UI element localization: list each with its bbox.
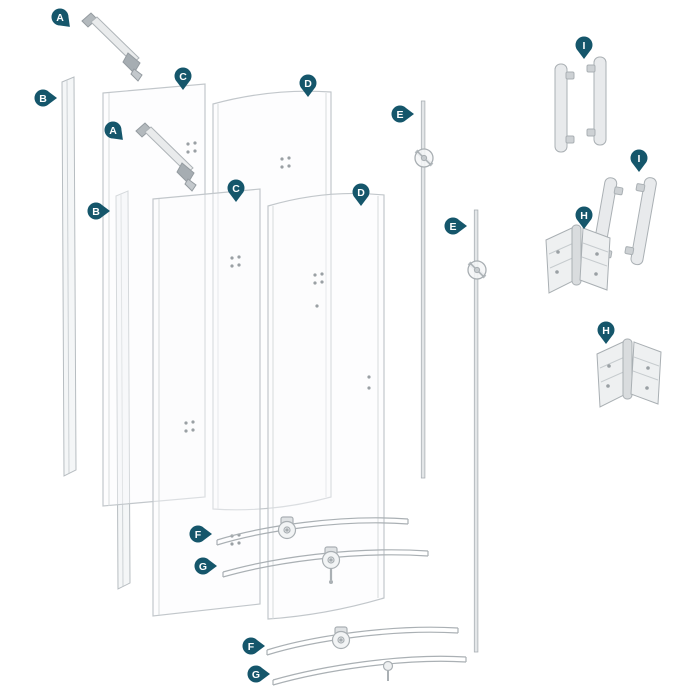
vertical-rail-e-1: [414, 100, 434, 479]
pull-handle-i-1: [554, 56, 607, 153]
part-label-i: I: [575, 36, 593, 59]
label-pin-shape: [391, 105, 414, 123]
curved-rail-g-2: [272, 655, 467, 686]
label-letter: E: [449, 221, 456, 233]
part-label-d: D: [299, 74, 317, 97]
part-label-g: G: [247, 665, 270, 683]
label-pin-shape: [247, 665, 270, 683]
part-label-g: G: [194, 557, 217, 575]
label-pin-shape: [34, 89, 57, 107]
part-label-a: A: [104, 121, 123, 140]
label-pin-shape: [597, 321, 615, 344]
curved-rail-f-2: [266, 626, 459, 656]
hinge-h-1: [545, 224, 611, 294]
vertical-rail-e-2: [467, 209, 487, 653]
label-pin-shape: [189, 525, 212, 543]
label-letter: F: [195, 529, 202, 541]
label-letter: B: [39, 93, 47, 105]
label-pin-shape: [575, 36, 593, 59]
label-letter: E: [396, 109, 403, 121]
label-pin-shape: [575, 206, 593, 229]
curved-rail-g-1: [222, 546, 429, 584]
label-pin-shape: [630, 149, 648, 172]
label-pin-shape: [87, 202, 110, 220]
label-pin-shape: [104, 121, 123, 140]
label-letter: G: [252, 669, 260, 681]
part-label-a: A: [51, 8, 70, 27]
label-letter: I: [583, 40, 586, 52]
handle-bracket-a-1: [81, 12, 143, 82]
label-pin-shape: [227, 179, 245, 202]
label-pin-shape: [242, 637, 265, 655]
curved-glass-door-d-2: [267, 192, 385, 620]
wall-profile-b-1: [61, 76, 77, 477]
part-label-b: B: [34, 89, 57, 107]
label-pin-shape: [444, 217, 467, 235]
part-label-d: D: [352, 183, 370, 206]
label-letter: B: [92, 206, 100, 218]
label-letter: A: [56, 12, 64, 24]
label-letter: D: [357, 187, 365, 199]
label-pin-shape: [194, 557, 217, 575]
label-letter: C: [232, 183, 240, 195]
label-pin-shape: [174, 67, 192, 90]
label-letter: D: [304, 78, 312, 90]
part-label-b: B: [87, 202, 110, 220]
part-labels-layer: A B C A D E B C D E F G F G I I H H: [34, 8, 648, 683]
label-letter: H: [580, 210, 588, 222]
glass-side-panel-c-2: [152, 188, 261, 617]
label-letter: I: [638, 153, 641, 165]
part-label-h: H: [575, 206, 593, 229]
label-pin-shape: [352, 183, 370, 206]
wall-profile-b-2: [115, 190, 131, 590]
part-label-c: C: [227, 179, 245, 202]
part-label-f: F: [242, 637, 265, 655]
glass-side-panel-c-1: [102, 83, 206, 507]
curved-rail-f-1: [216, 516, 409, 546]
part-label-f: F: [189, 525, 212, 543]
label-letter: H: [602, 325, 610, 337]
part-label-i: I: [630, 149, 648, 172]
part-label-c: C: [174, 67, 192, 90]
part-label-e: E: [391, 105, 414, 123]
label-letter: C: [179, 71, 187, 83]
curved-glass-door-d-1: [212, 90, 332, 511]
part-label-e: E: [444, 217, 467, 235]
label-pin-shape: [299, 74, 317, 97]
label-pin-shape: [51, 8, 70, 27]
label-letter: F: [248, 641, 255, 653]
hinge-h-2: [596, 338, 662, 408]
part-label-h: H: [597, 321, 615, 344]
label-letter: A: [109, 125, 117, 137]
label-letter: G: [199, 561, 207, 573]
